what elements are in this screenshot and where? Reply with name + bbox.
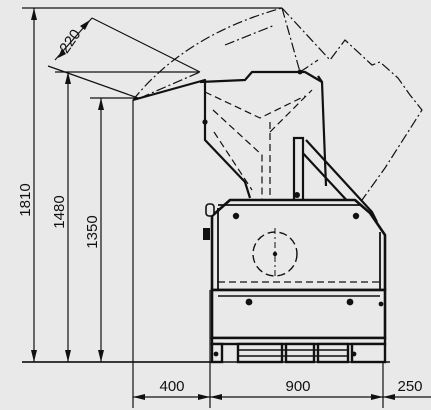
- dim-height-feed: 1350: [84, 215, 101, 248]
- side-latch: [205, 203, 215, 217]
- side-knob: [203, 228, 210, 240]
- rotor-center: [272, 251, 278, 257]
- vertical-dimension-arrows: [31, 8, 104, 362]
- frame-bolt-left: [245, 298, 253, 306]
- foot-bolt-right: [351, 351, 357, 357]
- dim-height-hopper: 1480: [51, 195, 68, 228]
- body-inner-lines: [217, 204, 381, 290]
- bolt-hopper: [202, 119, 208, 125]
- horizontal-dimension-arrows: [133, 394, 395, 400]
- frame-bolt-right: [346, 298, 354, 306]
- foot-bolt-left: [213, 351, 219, 357]
- angle-arrow-top: [80, 20, 90, 30]
- bolt-hopper-top: [297, 69, 303, 75]
- bolt-top-right: [352, 212, 360, 220]
- hopper: [132, 70, 328, 199]
- frame-bolt-corner: [378, 301, 384, 307]
- base-rails: [238, 349, 348, 357]
- dim-height-total: 1810: [17, 183, 34, 216]
- angle-arrow-bottom: [58, 48, 66, 58]
- dim-width-left: 400: [159, 378, 184, 395]
- bolt-top-left: [232, 212, 240, 220]
- dim-width-body: 900: [285, 378, 310, 395]
- lower-frame: [210, 288, 387, 340]
- open-position-outline: [132, 7, 423, 201]
- bolt-arm: [294, 192, 300, 198]
- hopper-hidden-lines: [204, 89, 313, 205]
- dim-width-right: 250: [397, 378, 422, 395]
- cover-handle: [292, 136, 305, 202]
